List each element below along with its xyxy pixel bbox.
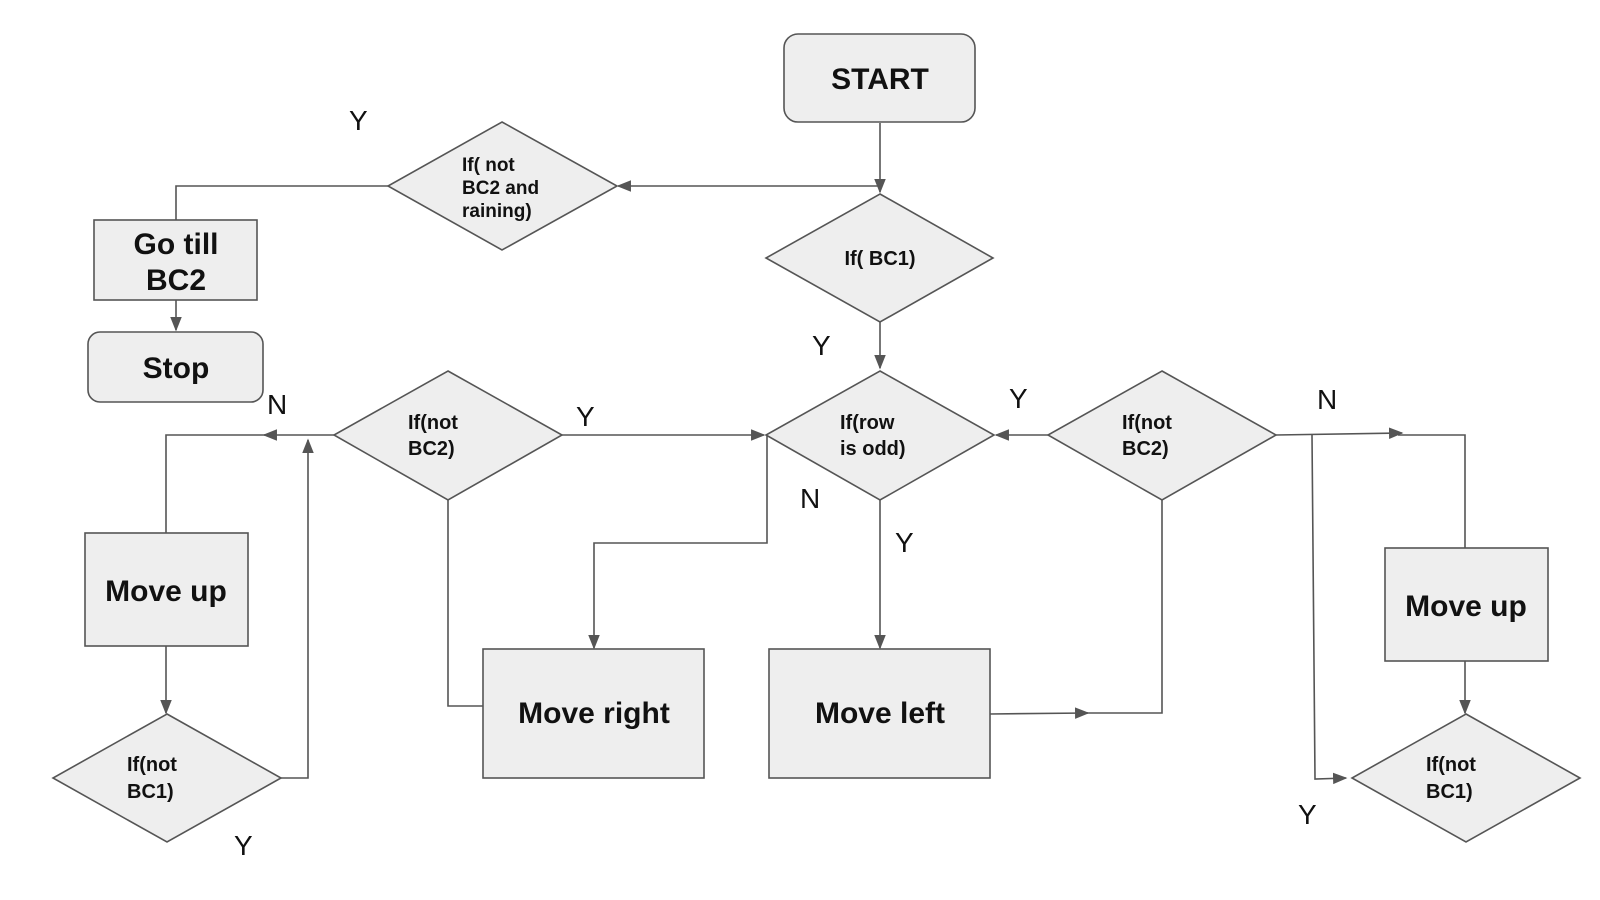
label-y-right: Y	[1009, 383, 1028, 414]
svg-text:If( BC1): If( BC1)	[844, 248, 915, 270]
svg-text:If(row: If(row	[840, 412, 895, 434]
start-node: START	[783, 33, 976, 123]
svg-text:Move up: Move up	[1405, 590, 1527, 623]
move-up-left-label: Move up	[105, 575, 227, 608]
label-y-bottom-left: Y	[234, 830, 253, 861]
move-left-label: Move left	[815, 697, 945, 730]
edge-move-left-out	[989, 707, 1090, 719]
label-y-bottom-right: Y	[1298, 799, 1317, 830]
svg-text:raining): raining)	[462, 201, 532, 222]
go-till-bc2-node: Go till BC2	[93, 219, 258, 301]
edge-row-odd-to-move-right	[588, 435, 768, 650]
raining-condition-decision: If( not BC2 and raining)	[386, 121, 619, 251]
edge-right-bc1-loop	[1311, 434, 1348, 785]
edge-right-bc2-n	[1275, 427, 1404, 439]
svg-text:BC1): BC1)	[1426, 781, 1473, 803]
svg-text:BC2: BC2	[146, 264, 206, 297]
raining-line-3: raining)	[462, 201, 532, 222]
edges	[160, 123, 1471, 785]
go-till-line-2: BC2	[146, 264, 206, 297]
label-n-right: N	[1317, 384, 1337, 415]
svg-text:If( not: If( not	[462, 155, 515, 176]
left-bc2-line-2: BC2)	[408, 438, 455, 460]
move-up-left-node: Move up	[84, 532, 249, 647]
label-y-bc1: Y	[812, 330, 831, 361]
label-n-row: N	[800, 483, 820, 514]
label-y-row: Y	[895, 527, 914, 558]
right-bc2-line-2: BC2)	[1122, 438, 1169, 460]
svg-text:BC2 and: BC2 and	[462, 178, 539, 199]
edge-left-bc2-to-move-right	[447, 500, 486, 707]
svg-text:If(not: If(not	[1122, 412, 1172, 434]
left-not-bc2-decision: If(not BC2)	[332, 370, 564, 501]
left-bc2-line-1: If(not	[408, 412, 458, 434]
left-not-bc1-decision: If(not BC1)	[51, 713, 283, 843]
svg-text:Move right: Move right	[518, 697, 670, 730]
svg-text:If(not: If(not	[1426, 754, 1476, 776]
edge-right-n-to-move-up	[1398, 434, 1466, 548]
label-n-left: N	[267, 389, 287, 420]
edge-move-left-to-right-bc2	[1084, 500, 1163, 714]
row-odd-line-2: is odd)	[840, 438, 906, 460]
go-till-line-1: Go till	[134, 228, 219, 261]
edge-left-n-to-move-up	[165, 434, 268, 533]
svg-text:Go till: Go till	[134, 228, 219, 261]
stop-node: Stop	[87, 331, 264, 403]
right-bc1-line-2: BC1)	[1426, 781, 1473, 803]
edge-raining-to-go-till	[175, 185, 388, 220]
right-not-bc1-decision: If(not BC1)	[1350, 713, 1582, 843]
stop-label: Stop	[143, 352, 210, 385]
raining-line-1: If( not	[462, 155, 515, 176]
move-left-node: Move left	[768, 648, 991, 779]
right-not-bc2-decision: If(not BC2)	[1046, 370, 1278, 501]
row-odd-line-1: If(row	[840, 412, 895, 434]
move-up-right-label: Move up	[1405, 590, 1527, 623]
svg-text:Move left: Move left	[815, 697, 945, 730]
svg-text:Move up: Move up	[105, 575, 227, 608]
svg-text:BC1): BC1)	[127, 781, 174, 803]
raining-line-2: BC2 and	[462, 178, 539, 199]
move-right-node: Move right	[482, 648, 705, 779]
bc1-decision: If( BC1)	[764, 193, 995, 323]
left-bc1-line-1: If(not	[127, 754, 177, 776]
nodes: START If( not BC2 and raining) Go till B…	[51, 33, 1582, 843]
svg-text:If(not: If(not	[408, 412, 458, 434]
start-label: START	[831, 63, 929, 96]
svg-text:BC2): BC2)	[408, 438, 455, 460]
svg-text:START: START	[831, 63, 929, 96]
left-bc1-line-2: BC1)	[127, 781, 174, 803]
move-right-label: Move right	[518, 697, 670, 730]
bc1-label: If( BC1)	[844, 248, 915, 270]
svg-text:Stop: Stop	[143, 352, 210, 385]
right-bc1-line-1: If(not	[1426, 754, 1476, 776]
move-up-right-node: Move up	[1384, 547, 1549, 662]
svg-text:If(not: If(not	[127, 754, 177, 776]
label-y-left: Y	[576, 401, 595, 432]
row-odd-decision: If(row is odd)	[764, 370, 996, 501]
svg-text:BC2): BC2)	[1122, 438, 1169, 460]
edge-left-bc1-loop	[281, 438, 314, 779]
label-y-top: Y	[349, 105, 368, 136]
edge-labels: Y Y N Y N Y Y N Y Y	[234, 105, 1337, 861]
svg-text:is odd): is odd)	[840, 438, 906, 460]
right-bc2-line-1: If(not	[1122, 412, 1172, 434]
